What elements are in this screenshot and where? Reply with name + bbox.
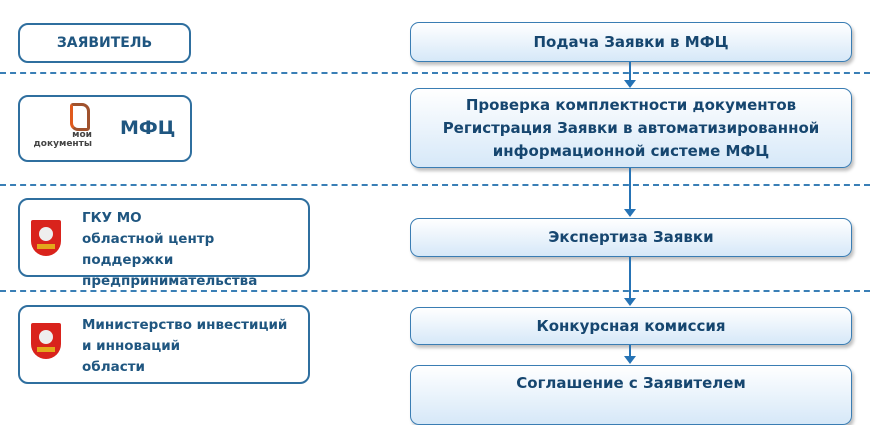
arrow-down-icon [624,257,636,306]
step-text: Соглашение с Заявителем [516,374,746,392]
step-check-register: Проверка комплектности документов Регист… [410,88,852,168]
arrow-down-icon [624,62,636,88]
step-text: Проверка комплектности документов [465,95,797,114]
applicant-box: ЗАЯВИТЕЛЬ [18,23,191,63]
divider [0,72,870,74]
ministry-box: Министерство инвестиций и инноваций обла… [18,305,310,384]
moscow-region-crest-icon [31,323,61,359]
step-submit: Подача Заявки в МФЦ [410,22,852,62]
mfc-label: МФЦ [120,117,176,139]
gku-line2: областной центр поддержки [82,231,215,268]
applicant-label: ЗАЯВИТЕЛЬ [56,35,153,51]
divider [0,290,870,292]
ministry-line2: и инноваций [82,338,181,354]
step-text: Экспертиза Заявки [548,228,714,246]
arrow-down-icon [624,345,636,364]
gku-box: ГКУ МО областной центр поддержки предпри… [18,198,310,289]
step-commission: Конкурсная комиссия [410,307,852,345]
gku-line3: предпринимательства [82,273,258,289]
step-expertise: Экспертиза Заявки [410,218,852,257]
arrow-down-icon [624,168,636,217]
divider [0,184,870,186]
ministry-line3: области [82,359,145,375]
step-text: информационной системе МФЦ [492,141,770,160]
ministry-line1: Министерство инвестиций [82,317,288,333]
step-text: Регистрация Заявки в автоматизированной [442,118,820,137]
step-text: Конкурсная комиссия [536,316,726,335]
step-agreement: Соглашение с Заявителем [410,365,852,425]
step-text: Подача Заявки в МФЦ [533,32,729,51]
moscow-region-crest-icon [31,220,61,256]
gku-line1: ГКУ МО [82,210,142,226]
